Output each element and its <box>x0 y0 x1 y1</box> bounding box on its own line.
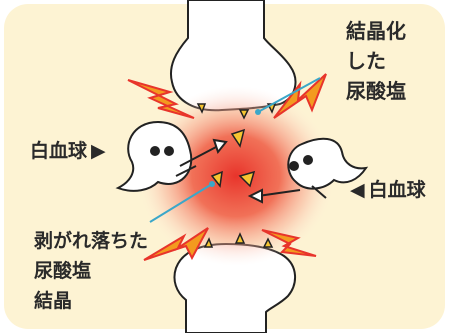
white-blood-cell-right-label: ◀白血球 <box>350 175 426 202</box>
callout-dot-detached <box>209 181 215 187</box>
white-blood-cell-left-text: 白血球 <box>30 140 87 162</box>
white-blood-cell-right-text: 白血球 <box>369 179 426 201</box>
white-blood-cell-left-label: 白血球▶ <box>30 136 106 163</box>
pointer-right-icon: ▶ <box>91 140 106 162</box>
detached-urate-crystals-label: 剥がれ落ちた 尿酸塩 結晶 <box>34 226 148 316</box>
crystallized-urate-label: 結晶化 した 尿酸塩 <box>346 16 406 106</box>
pointer-left-icon: ◀ <box>350 179 365 201</box>
callout-dot-crystallized <box>255 109 261 115</box>
